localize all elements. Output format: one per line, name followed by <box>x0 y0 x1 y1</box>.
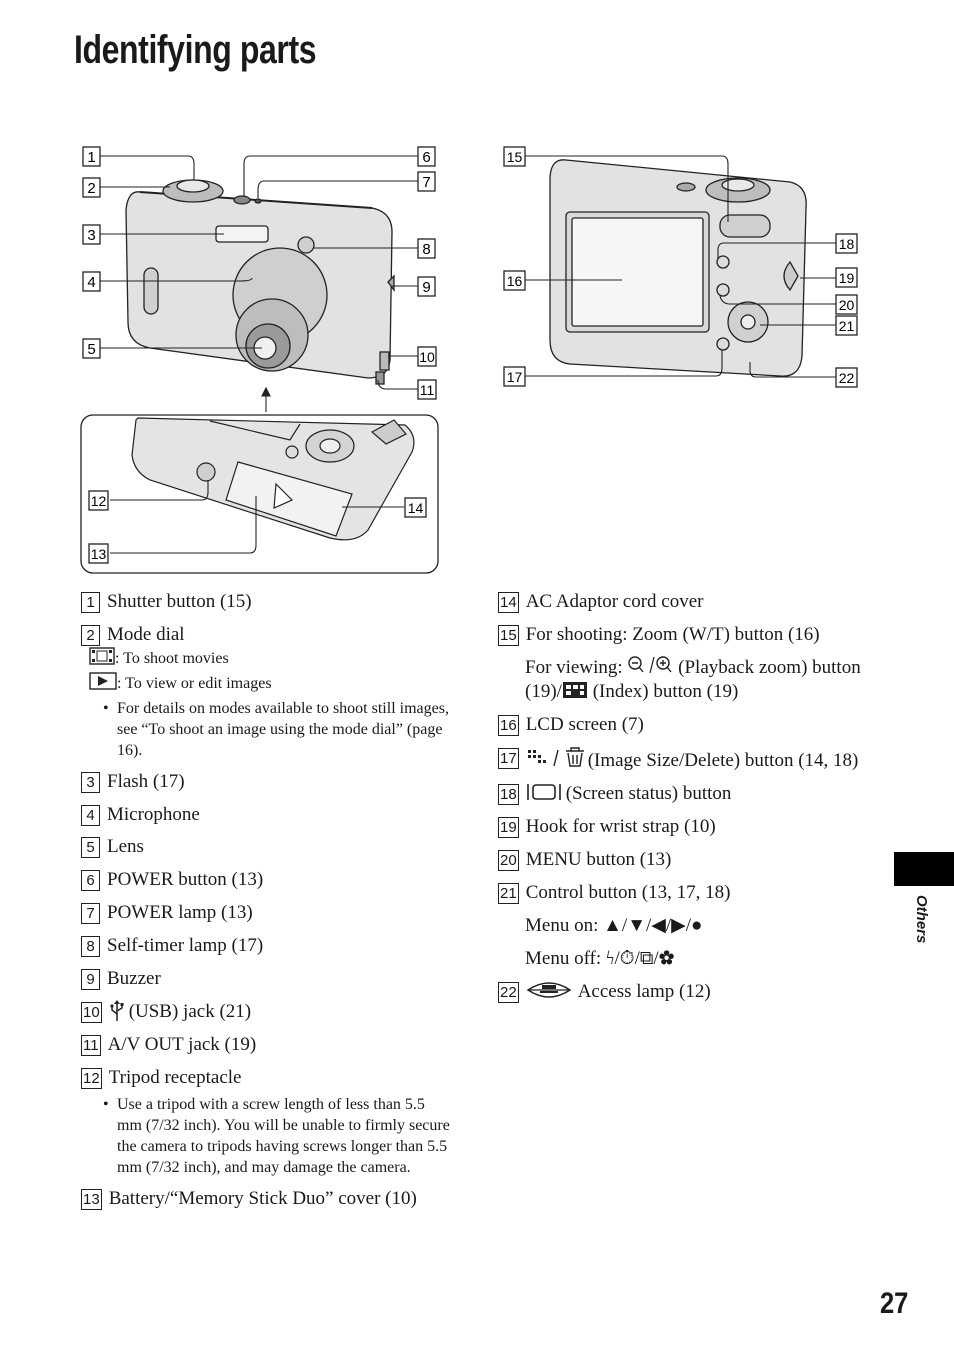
usb-icon <box>110 1000 124 1021</box>
callout-18: 18 <box>835 233 858 254</box>
page-number: 27 <box>880 1287 909 1320</box>
callouts-front: 1 2 3 4 5 6 7 8 9 10 11 <box>82 146 437 400</box>
svg-text:11: 11 <box>420 382 435 398</box>
zoom-in-out-icon <box>628 656 672 674</box>
mode-dial-note: •For details on modes available to shoot… <box>103 700 449 759</box>
callout-2: 2 <box>82 177 101 198</box>
list-item: 22 Access lamp (12) <box>498 981 711 1003</box>
svg-text:13: 13 <box>91 546 107 562</box>
section-tab-marker <box>894 852 954 886</box>
callout-6: 6 <box>417 146 436 167</box>
callout-12: 12 <box>88 490 109 511</box>
callout-1: 1 <box>82 146 101 167</box>
callout-11: 11 <box>417 379 437 400</box>
tripod-note: •Use a tripod with a screw length of les… <box>103 1096 450 1176</box>
callout-20: 20 <box>835 294 858 315</box>
svg-text:16: 16 <box>507 273 523 289</box>
svg-text:19: 19 <box>839 270 855 286</box>
image-size-icon <box>527 747 584 767</box>
svg-text:18: 18 <box>839 236 855 252</box>
svg-text:14: 14 <box>408 500 424 516</box>
index-grid-icon <box>562 682 587 698</box>
callout-10: 10 <box>417 346 437 367</box>
svg-text:8: 8 <box>422 241 430 258</box>
camera-front-illustration <box>125 179 395 385</box>
svg-text:2: 2 <box>87 180 95 197</box>
svg-text:6: 6 <box>422 149 430 166</box>
callout-7: 7 <box>417 171 436 192</box>
callout-16: 16 <box>503 270 526 291</box>
movie-film-icon <box>89 647 115 665</box>
svg-text:17: 17 <box>507 369 523 385</box>
svg-text:1: 1 <box>87 149 95 166</box>
list-item: 18 (Screen status) button <box>498 783 732 805</box>
list-item: 17 (Image Size/Delete) button (14, 18) <box>498 746 868 773</box>
camera-illustrations: 1 2 3 4 5 6 7 8 9 10 11 12 13 14 15 16 1… <box>80 146 858 574</box>
svg-text:4: 4 <box>87 274 95 291</box>
callout-15: 15 <box>503 146 526 167</box>
svg-text:12: 12 <box>91 493 107 509</box>
callout-14: 14 <box>404 497 427 518</box>
callout-3: 3 <box>82 224 101 245</box>
zoom-viewing-note: For viewing: (Playback zoom) button (19)… <box>525 656 861 702</box>
menu-on-note: Menu on: ▲/▼/◀/▶/● <box>525 915 703 936</box>
page-title: Identifying parts <box>74 28 317 72</box>
callout-22: 22 <box>835 367 858 388</box>
camera-back-illustration <box>549 159 807 377</box>
play-icon <box>89 672 117 690</box>
svg-text:21: 21 <box>839 318 855 334</box>
svg-text:9: 9 <box>422 279 430 296</box>
mode-movie-row: : To shoot movies <box>89 647 451 669</box>
callout-21: 21 <box>835 315 858 336</box>
screen-status-icon <box>526 784 561 800</box>
delete-trash-icon <box>565 747 584 767</box>
callout-8: 8 <box>417 238 436 259</box>
callout-13: 13 <box>88 543 109 564</box>
section-label: Others <box>913 895 930 944</box>
svg-text:22: 22 <box>839 370 855 386</box>
svg-text:10: 10 <box>419 349 435 365</box>
callout-5: 5 <box>82 338 101 359</box>
callout-9: 9 <box>417 276 436 297</box>
svg-text:5: 5 <box>87 341 95 358</box>
callout-17: 17 <box>503 366 526 387</box>
svg-text:7: 7 <box>422 174 430 191</box>
svg-text:3: 3 <box>87 227 95 244</box>
svg-text:20: 20 <box>839 297 855 313</box>
callouts-back: 15 16 17 18 19 20 21 22 <box>503 146 858 388</box>
callout-4: 4 <box>82 271 101 292</box>
camera-bottom-illustration <box>131 417 415 541</box>
svg-text:15: 15 <box>507 149 523 165</box>
callout-19: 19 <box>835 267 858 288</box>
mode-play-row: : To view or edit images <box>89 672 451 694</box>
menu-off-note: Menu off: ϟ/⏱/⧉/✿ <box>525 948 675 969</box>
list-item: 10 (USB) jack (21) <box>81 1000 252 1023</box>
memory-stick-access-icon <box>526 982 571 998</box>
callouts-bottom: 12 13 14 <box>88 490 427 564</box>
